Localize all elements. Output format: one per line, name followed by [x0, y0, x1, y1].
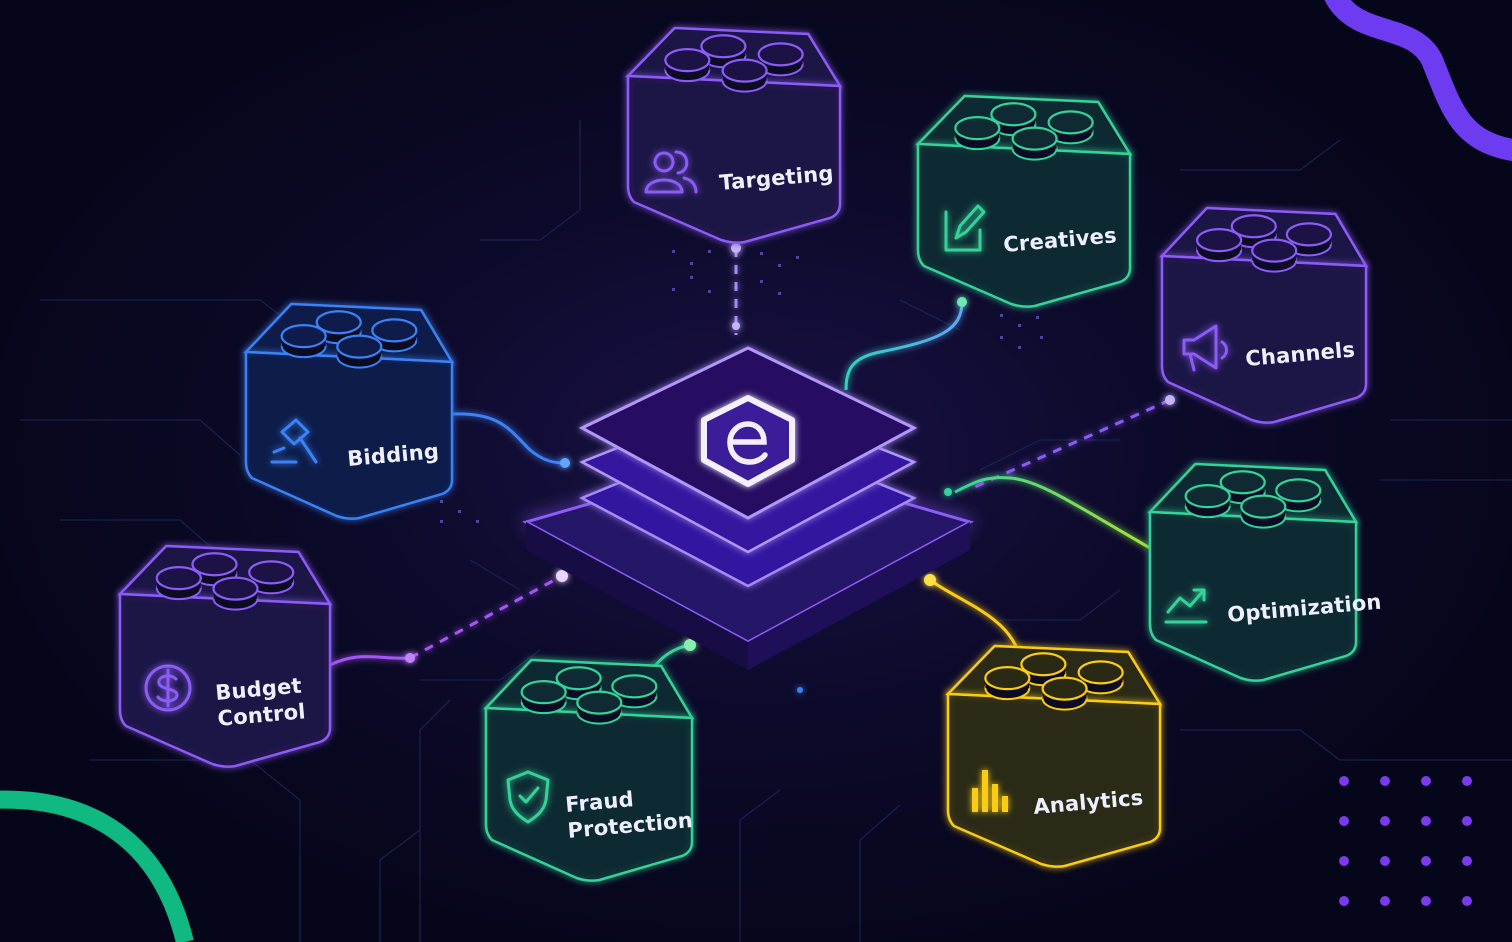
block-body: [1148, 510, 1358, 682]
block-body: [916, 142, 1132, 308]
block-studs: [954, 102, 1094, 161]
module-block-bidding[interactable]: Bidding: [243, 302, 455, 520]
block-studs: [520, 666, 658, 725]
connector-budget-dashed: [409, 574, 563, 660]
circuit-traces: [20, 120, 1512, 942]
connector-bidding: [451, 412, 566, 465]
block-body: [484, 706, 694, 882]
corner-wave-decoration: [1324, 0, 1512, 161]
module-block-analytics[interactable]: Analytics: [945, 644, 1163, 868]
connector-budget: [329, 655, 411, 667]
shield-check-icon: [506, 770, 550, 824]
bar-chart-icon: [972, 770, 1008, 812]
block-studs: [155, 552, 295, 611]
connector-optimization: [954, 476, 1151, 550]
module-block-targeting[interactable]: Targeting: [625, 26, 843, 244]
central-hub: [522, 346, 974, 670]
module-block-budget[interactable]: BudgetControl: [117, 544, 333, 768]
particle-dots: [440, 250, 1043, 523]
dot-grid-decoration: [1339, 776, 1472, 906]
block-studs: [280, 310, 418, 369]
block-body: [244, 350, 454, 520]
block-body: [118, 592, 332, 768]
gavel-icon: [270, 418, 318, 464]
module-block-channels[interactable]: Channels: [1159, 206, 1369, 424]
dollar-icon: [144, 664, 192, 712]
block-studs: [664, 34, 804, 93]
edit-icon: [944, 204, 986, 252]
users-icon: [644, 150, 698, 194]
block-studs: [1184, 470, 1322, 529]
module-label-fraud: FraudProtection: [564, 782, 693, 843]
corner-arc-decoration: [0, 790, 194, 942]
connector-creatives: [844, 301, 964, 391]
trend-chart-icon: [1164, 588, 1208, 624]
block-studs: [1196, 214, 1332, 273]
megaphone-icon: [1182, 324, 1228, 372]
block-studs: [984, 652, 1124, 711]
module-block-creatives[interactable]: Creatives: [915, 94, 1133, 308]
e-logo-hexagon-icon: [701, 395, 795, 487]
module-label-line: Fraud: [564, 787, 634, 817]
block-body: [946, 692, 1162, 868]
connector-channels: [967, 398, 1171, 492]
module-block-fraud[interactable]: FraudProtection: [483, 658, 695, 882]
connector-endpoints: [405, 243, 1175, 693]
block-body: [1160, 254, 1368, 424]
module-block-optimization[interactable]: Optimization: [1147, 462, 1382, 682]
block-body: [626, 74, 842, 244]
